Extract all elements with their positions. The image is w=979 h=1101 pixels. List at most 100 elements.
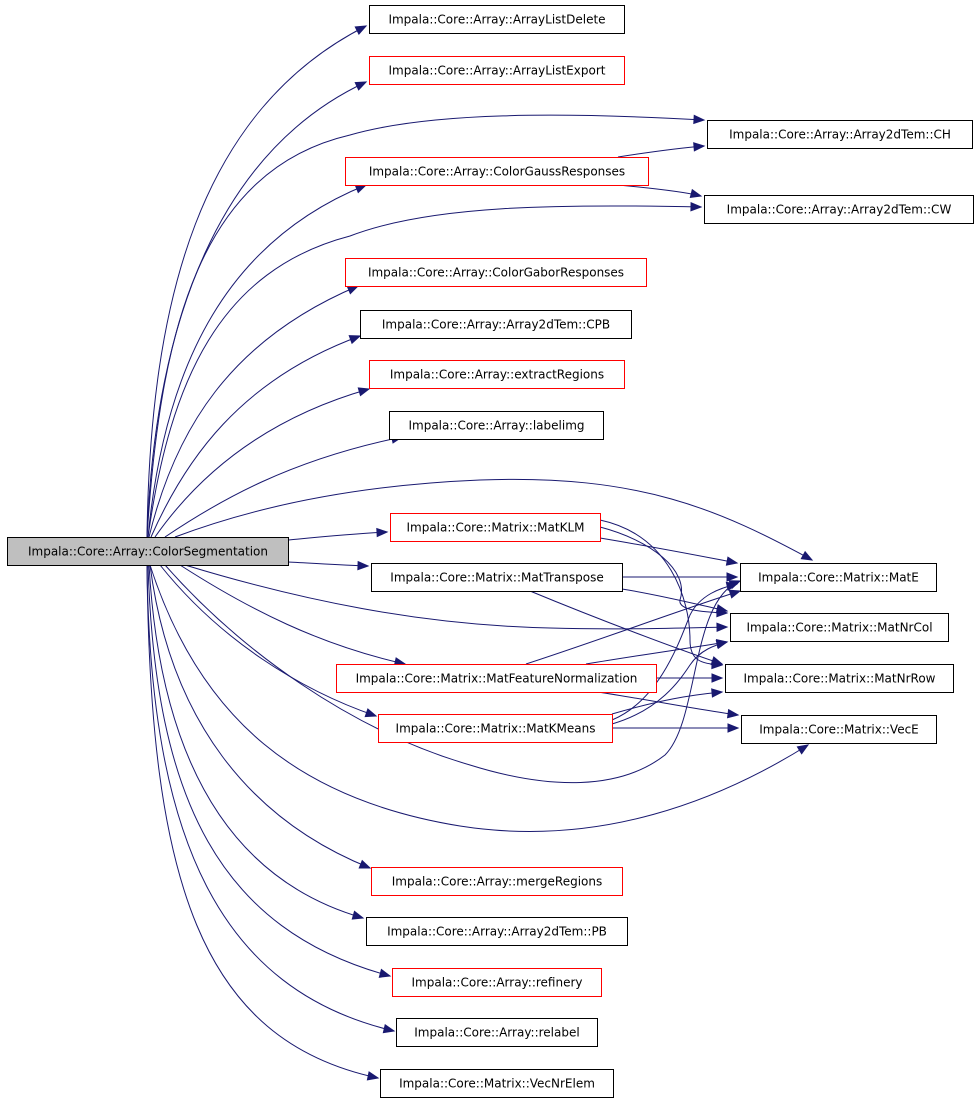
node-label: Impala::Core::Array::Array2dTem::PB xyxy=(387,925,607,939)
arrowhead-root-to-relabel xyxy=(382,1023,396,1034)
node-label: Impala::Core::Array::ArrayListDelete xyxy=(388,13,605,27)
edge-mattranspose-to-matnrrow xyxy=(529,590,723,665)
edge-matkmeans-to-mate xyxy=(611,583,738,721)
node-label: Impala::Core::Array::Array2dTem::CH xyxy=(729,128,951,142)
node-matfeaturenormalization[interactable]: Impala::Core::Matrix::MatFeatureNormaliz… xyxy=(336,664,657,693)
arrowhead-matkmeans-to-mate xyxy=(725,581,739,592)
edge-colorgaussresponses-to-cw xyxy=(617,184,702,197)
node-arraylistdelete[interactable]: Impala::Core::Array::ArrayListDelete xyxy=(369,5,625,34)
node-arraylistexport[interactable]: Impala::Core::Array::ArrayListExport xyxy=(369,56,625,85)
node-matkmeans[interactable]: Impala::Core::Matrix::MatKMeans xyxy=(378,714,613,743)
node-extractregions[interactable]: Impala::Core::Array::extractRegions xyxy=(369,360,625,389)
node-label: Impala::Core::Matrix::MatE xyxy=(758,571,919,585)
node-box xyxy=(371,563,623,592)
node-label: Impala::Core::Matrix::VecE xyxy=(759,723,919,737)
arrowhead-root-to-mattranspose xyxy=(357,560,370,571)
edge-root-to-colorgaborresponses xyxy=(148,285,359,538)
arrowhead-matklm-to-mate xyxy=(725,556,739,566)
node-box xyxy=(360,310,632,339)
node-box xyxy=(336,664,657,693)
arrowhead-root-to-matkmeans xyxy=(364,708,378,718)
node-label: Impala::Core::Array::refinery xyxy=(412,976,583,990)
arrowhead-root-to-cpb xyxy=(348,335,362,345)
edge-root-to-matklm xyxy=(287,531,388,541)
node-label: Impala::Core::Matrix::MatNrRow xyxy=(744,672,936,686)
edge-root-to-arraylistdelete xyxy=(146,25,367,538)
arrowhead-colorgaussresponses-to-ch xyxy=(693,142,706,152)
edge-root-to-cw xyxy=(147,205,702,538)
arrowhead-root-to-arraylistdelete xyxy=(354,25,368,35)
node-pb[interactable]: Impala::Core::Array::Array2dTem::PB xyxy=(366,917,628,946)
node-box xyxy=(369,360,625,389)
node-matklm[interactable]: Impala::Core::Matrix::MatKLM xyxy=(390,513,601,542)
node-matnrrow[interactable]: Impala::Core::Matrix::MatNrRow xyxy=(725,664,954,693)
node-refinery[interactable]: Impala::Core::Array::refinery xyxy=(392,968,602,997)
arrowhead-matkmeans-to-vece xyxy=(727,723,740,733)
edge-root-to-cpb xyxy=(150,335,361,538)
arrowhead-matfeaturenormalization-to-vece xyxy=(726,708,740,719)
edge-root-to-matkmeans xyxy=(159,564,377,717)
node-labelimg[interactable]: Impala::Core::Array::labelimg xyxy=(389,411,604,440)
edge-root-to-mattranspose xyxy=(287,561,369,567)
node-vece[interactable]: Impala::Core::Matrix::VecE xyxy=(741,715,937,744)
node-box xyxy=(725,664,954,693)
node-box xyxy=(366,917,628,946)
node-relabel[interactable]: Impala::Core::Array::relabel xyxy=(396,1018,598,1047)
arrowhead-mattranspose-to-matnrrow xyxy=(710,656,724,666)
node-label: Impala::Core::Array::labelimg xyxy=(408,419,584,433)
node-box xyxy=(396,1018,598,1047)
edge-root-to-mergeregions xyxy=(149,564,371,869)
arrowhead-root-to-mergeregions xyxy=(358,859,372,869)
node-box xyxy=(392,968,602,997)
node-mate[interactable]: Impala::Core::Matrix::MatE xyxy=(740,563,937,592)
edge-root-to-extractregions xyxy=(154,388,370,538)
node-label: Impala::Core::Matrix::MatTranspose xyxy=(390,571,603,585)
node-matnrcol[interactable]: Impala::Core::Matrix::MatNrCol xyxy=(730,613,949,642)
node-label: Impala::Core::Matrix::MatFeatureNormaliz… xyxy=(356,672,638,686)
node-label: Impala::Core::Array::ColorGaussResponses xyxy=(369,165,625,179)
node-box xyxy=(7,537,289,566)
arrowhead-root-to-matklm xyxy=(376,527,389,538)
arrowhead-root-to-ch xyxy=(693,114,706,125)
node-box xyxy=(380,1069,614,1098)
node-cw[interactable]: Impala::Core::Array::Array2dTem::CW xyxy=(704,195,974,224)
node-box xyxy=(740,563,937,592)
edge-root-to-labelimg xyxy=(164,436,403,538)
node-vecnrelem[interactable]: Impala::Core::Matrix::VecNrElem xyxy=(380,1069,614,1098)
node-cpb[interactable]: Impala::Core::Array::Array2dTem::CPB xyxy=(360,310,632,339)
node-box xyxy=(390,513,601,542)
edge-root-to-ch xyxy=(146,114,705,538)
edge-matfeaturenormalization-to-mate xyxy=(525,590,741,665)
node-box xyxy=(345,258,647,287)
node-colorgaussresponses[interactable]: Impala::Core::Array::ColorGaussResponses xyxy=(345,157,649,186)
node-label: Impala::Core::Array::relabel xyxy=(414,1026,579,1040)
call-graph-nodes: Impala::Core::Array::ColorSegmentationIm… xyxy=(7,5,974,1098)
edge-root-to-matfeaturenormalization xyxy=(179,564,406,665)
arrowhead-root-to-vecnrelem xyxy=(366,1071,380,1081)
arrowhead-root-to-arraylistexport xyxy=(354,81,368,91)
arrowhead-colorgaussresponses-to-cw xyxy=(689,188,703,199)
edge-root-to-relabel xyxy=(146,564,395,1032)
node-ch[interactable]: Impala::Core::Array::Array2dTem::CH xyxy=(707,120,973,149)
node-box xyxy=(371,867,623,896)
arrowhead-mattranspose-to-matnrcol xyxy=(715,604,729,614)
edge-matfeaturenormalization-to-vece xyxy=(597,691,739,716)
node-mergeregions[interactable]: Impala::Core::Array::mergeRegions xyxy=(371,867,623,896)
arrowhead-root-to-colorgaussresponses xyxy=(354,184,368,194)
node-colorgaborresponses[interactable]: Impala::Core::Array::ColorGaborResponses xyxy=(345,258,647,287)
arrowhead-root-to-refinery xyxy=(378,968,392,978)
arrowhead-root-to-extractregions xyxy=(357,387,371,397)
root-node[interactable]: Impala::Core::Array::ColorSegmentation xyxy=(7,537,289,566)
node-label: Impala::Core::Matrix::MatKMeans xyxy=(396,722,596,736)
edge-root-to-vece xyxy=(149,564,809,832)
node-label: Impala::Core::Matrix::VecNrElem xyxy=(399,1077,595,1091)
node-box xyxy=(741,715,937,744)
arrowhead-root-to-pb xyxy=(351,910,365,920)
node-label: Impala::Core::Array::ColorGaborResponses xyxy=(368,266,624,280)
node-label: Impala::Core::Array::mergeRegions xyxy=(392,875,603,889)
node-box xyxy=(707,120,973,149)
node-label: Impala::Core::Array::Array2dTem::CPB xyxy=(382,318,610,332)
node-label: Impala::Core::Array::ArrayListExport xyxy=(389,64,606,78)
node-mattranspose[interactable]: Impala::Core::Matrix::MatTranspose xyxy=(371,563,623,592)
